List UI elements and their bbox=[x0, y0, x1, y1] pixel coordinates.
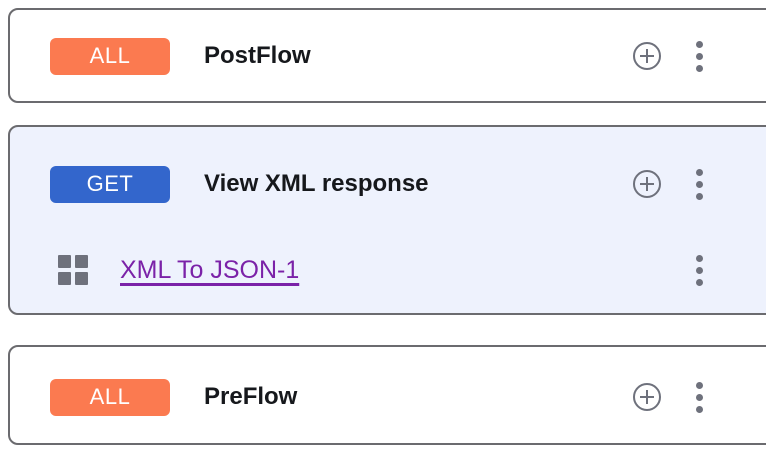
plus-circle-icon[interactable] bbox=[632, 41, 662, 71]
flow-title: View XML response bbox=[204, 170, 429, 197]
flow-card-view-xml-response[interactable]: GET View XML response bbox=[8, 125, 766, 315]
grid-square bbox=[58, 272, 71, 285]
flow-header-row[interactable]: GET View XML response bbox=[10, 156, 766, 212]
grid-square bbox=[58, 255, 71, 268]
dot bbox=[695, 64, 703, 72]
method-badge-all: ALL bbox=[50, 37, 170, 75]
grid-square bbox=[75, 255, 88, 268]
grid-square bbox=[75, 272, 88, 285]
flow-card-postflow[interactable]: ALL PostFlow bbox=[8, 8, 766, 103]
more-vertical-icon[interactable] bbox=[684, 167, 714, 201]
flow-card-preflow[interactable]: ALL PreFlow bbox=[8, 345, 766, 445]
dot bbox=[695, 278, 703, 286]
dot bbox=[695, 393, 703, 401]
method-badge-get: GET bbox=[50, 165, 170, 203]
flow-actions bbox=[632, 39, 766, 73]
more-vertical-icon[interactable] bbox=[684, 39, 714, 73]
more-vertical-icon[interactable] bbox=[684, 253, 714, 287]
dot bbox=[695, 40, 703, 48]
policy-row[interactable]: XML To JSON-1 bbox=[10, 242, 766, 298]
plus-circle-icon[interactable] bbox=[632, 169, 662, 199]
dot bbox=[695, 168, 703, 176]
flow-header-row[interactable]: ALL PreFlow bbox=[10, 369, 766, 425]
flow-actions bbox=[632, 380, 766, 414]
flow-title: PostFlow bbox=[204, 42, 311, 69]
policy-link-xml-to-json[interactable]: XML To JSON-1 bbox=[120, 255, 300, 284]
policy-actions bbox=[684, 253, 766, 287]
dot bbox=[695, 192, 703, 200]
dot bbox=[695, 52, 703, 60]
grid-policy-icon bbox=[58, 255, 88, 285]
dot bbox=[695, 405, 703, 413]
flow-title: PreFlow bbox=[204, 383, 298, 410]
dot bbox=[695, 266, 703, 274]
plus-circle-icon[interactable] bbox=[632, 382, 662, 412]
flow-actions bbox=[632, 167, 766, 201]
dot bbox=[695, 381, 703, 389]
more-vertical-icon[interactable] bbox=[684, 380, 714, 414]
flow-header-row[interactable]: ALL PostFlow bbox=[10, 28, 766, 84]
method-badge-all: ALL bbox=[50, 378, 170, 416]
dot bbox=[695, 254, 703, 262]
dot bbox=[695, 180, 703, 188]
